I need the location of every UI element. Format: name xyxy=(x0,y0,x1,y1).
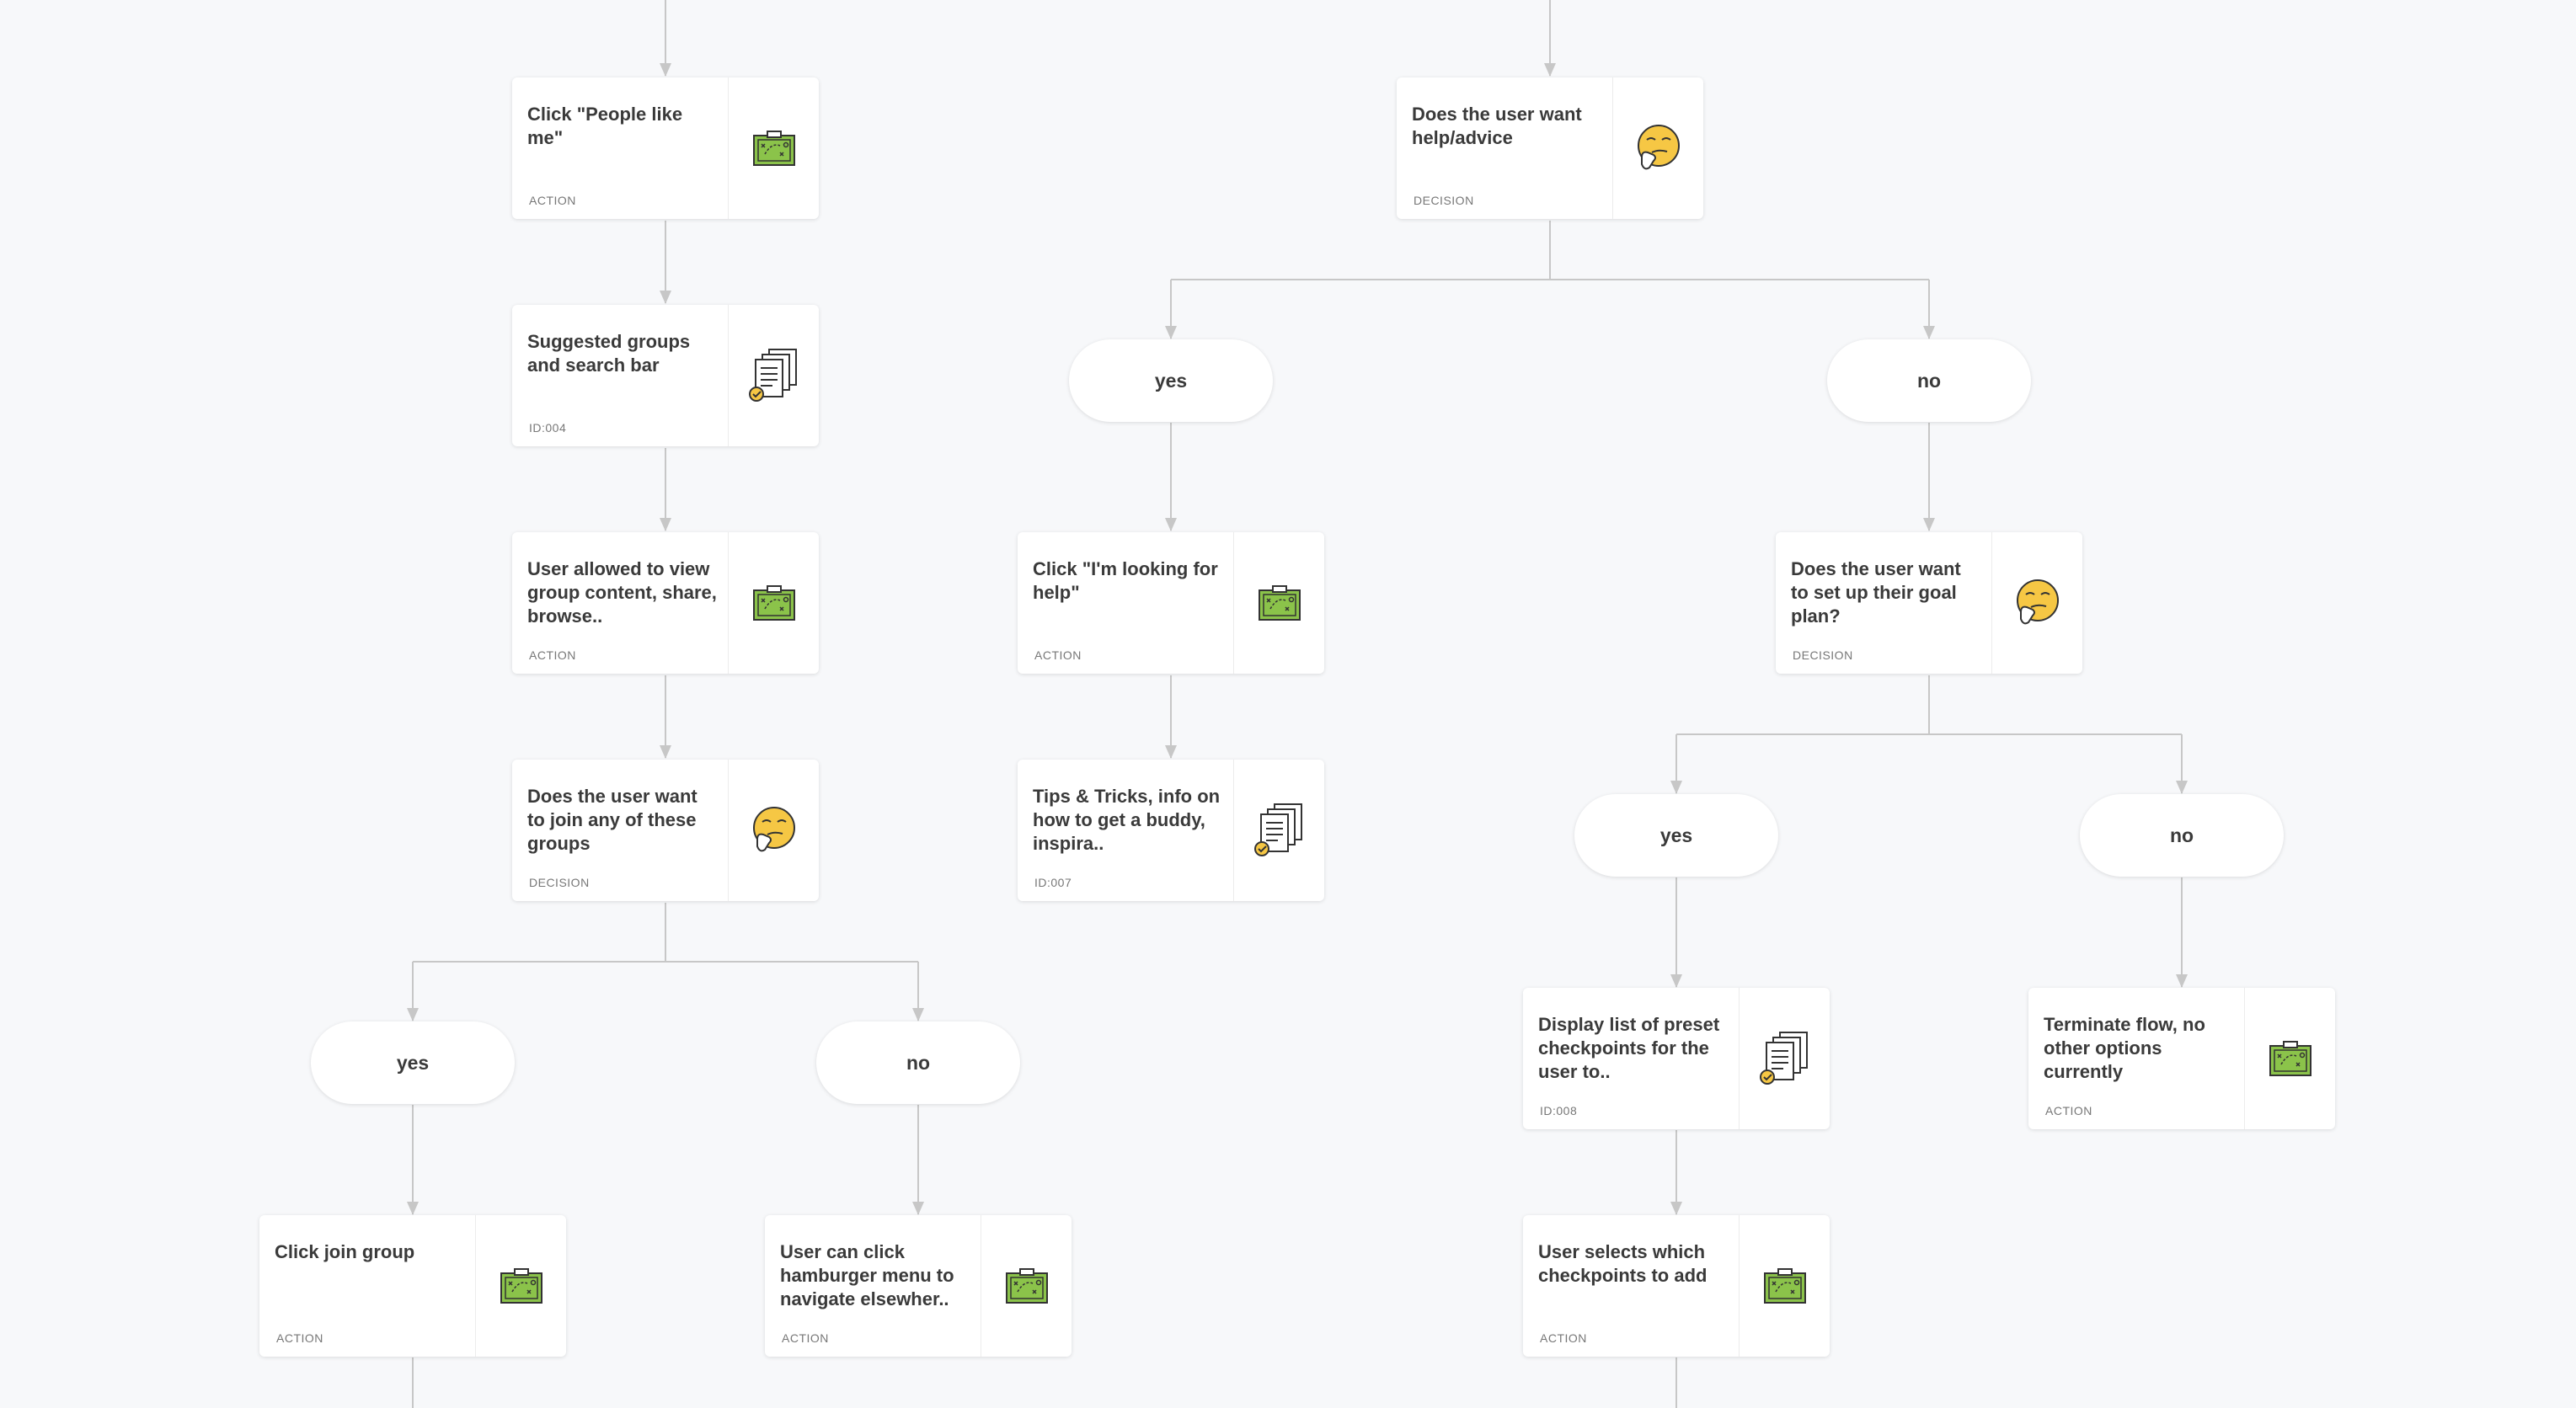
node-title: User allowed to view group content, shar… xyxy=(527,558,717,627)
connector-goal-q-split xyxy=(1676,675,2182,735)
clipboard-action-icon xyxy=(981,1215,1072,1357)
card-divider xyxy=(1991,532,1992,674)
card-divider xyxy=(2244,988,2245,1129)
node-title: User selects which checkpoints to add xyxy=(1538,1241,1708,1286)
documents-check-icon xyxy=(1740,988,1830,1129)
node-tips-tricks[interactable]: Tips & Tricks, info on how to get a budd… xyxy=(1018,760,1324,901)
card-divider xyxy=(728,305,729,446)
node-looking-for-help[interactable]: Click "I'm looking for help" ACTION xyxy=(1018,532,1324,674)
branch-no-help[interactable]: no xyxy=(1827,339,2031,422)
clipboard-action-icon xyxy=(729,532,819,674)
node-help-advice-decision[interactable]: Does the user want help/advice DECISION xyxy=(1397,77,1703,219)
node-title: Suggested groups and search bar xyxy=(527,331,691,376)
node-type-tag: ACTION xyxy=(276,1331,323,1345)
card-divider xyxy=(1612,77,1613,219)
node-hamburger-menu[interactable]: User can click hamburger menu to navigat… xyxy=(765,1215,1072,1357)
node-title: Does the user want to set up their goal … xyxy=(1791,558,1961,627)
thinking-face-icon xyxy=(1992,532,2082,674)
branch-no-goal[interactable]: no xyxy=(2080,794,2284,877)
branch-label: no xyxy=(2169,824,2194,846)
node-terminate-flow[interactable]: Terminate flow, no other options current… xyxy=(2028,988,2335,1129)
card-divider xyxy=(728,760,729,901)
node-id-tag: ID:004 xyxy=(529,421,567,435)
branch-label: no xyxy=(1916,369,1942,392)
card-divider xyxy=(475,1215,476,1357)
clipboard-action-icon xyxy=(476,1215,566,1357)
branch-yes-help[interactable]: yes xyxy=(1069,339,1273,422)
node-title: Does the user want to join any of these … xyxy=(527,786,697,854)
branch-label: yes xyxy=(1154,369,1188,392)
branch-no-join[interactable]: no xyxy=(816,1021,1020,1104)
node-title: Terminate flow, no other options current… xyxy=(2044,1014,2205,1082)
clipboard-action-icon xyxy=(2245,988,2335,1129)
node-title: Click "I'm looking for help" xyxy=(1033,558,1218,603)
node-id-tag: ID:007 xyxy=(1034,876,1072,889)
branch-label: no xyxy=(906,1051,931,1074)
connector-join-q-split xyxy=(413,903,918,963)
node-type-tag: DECISION xyxy=(529,876,590,889)
node-join-groups-decision[interactable]: Does the user want to join any of these … xyxy=(512,760,819,901)
thinking-face-icon xyxy=(729,760,819,901)
node-title: Click "People like me" xyxy=(527,104,683,148)
node-suggested-groups[interactable]: Suggested groups and search bar ID:004 xyxy=(512,305,819,446)
node-id-tag: ID:008 xyxy=(1540,1104,1578,1117)
card-divider xyxy=(1233,532,1234,674)
node-view-group-content[interactable]: User allowed to view group content, shar… xyxy=(512,532,819,674)
node-people-like-me[interactable]: Click "People like me" ACTION xyxy=(512,77,819,219)
branch-yes-goal[interactable]: yes xyxy=(1574,794,1778,877)
clipboard-action-icon xyxy=(1740,1215,1830,1357)
node-title: Click join group xyxy=(275,1241,415,1262)
connector-help-q-split xyxy=(1171,221,1929,280)
node-goal-plan-decision[interactable]: Does the user want to set up their goal … xyxy=(1776,532,2082,674)
node-title: Tips & Tricks, info on how to get a budd… xyxy=(1033,786,1221,854)
documents-check-icon xyxy=(729,305,819,446)
node-type-tag: ACTION xyxy=(529,194,576,207)
branch-yes-join[interactable]: yes xyxy=(311,1021,515,1104)
card-divider xyxy=(1233,760,1234,901)
node-type-tag: ACTION xyxy=(1540,1331,1587,1345)
node-click-join-group[interactable]: Click join group ACTION xyxy=(259,1215,566,1357)
node-title: Does the user want help/advice xyxy=(1412,104,1582,148)
node-type-tag: ACTION xyxy=(529,648,576,662)
card-divider xyxy=(728,77,729,219)
branch-label: yes xyxy=(1659,824,1693,846)
thinking-face-icon xyxy=(1613,77,1703,219)
documents-check-icon xyxy=(1234,760,1324,901)
node-type-tag: DECISION xyxy=(1793,648,1853,662)
card-divider xyxy=(1739,988,1740,1129)
node-title: User can click hamburger menu to navigat… xyxy=(780,1241,954,1309)
branch-label: yes xyxy=(396,1051,430,1074)
node-preset-checkpoints[interactable]: Display list of preset checkpoints for t… xyxy=(1523,988,1830,1129)
node-select-checkpoints[interactable]: User selects which checkpoints to add AC… xyxy=(1523,1215,1830,1357)
node-type-tag: DECISION xyxy=(1414,194,1474,207)
card-divider xyxy=(1739,1215,1740,1357)
node-type-tag: ACTION xyxy=(2045,1104,2092,1117)
node-type-tag: ACTION xyxy=(1034,648,1082,662)
node-type-tag: ACTION xyxy=(782,1331,829,1345)
node-title: Display list of preset checkpoints for t… xyxy=(1538,1014,1720,1082)
clipboard-action-icon xyxy=(729,77,819,219)
card-divider xyxy=(728,532,729,674)
clipboard-action-icon xyxy=(1234,532,1324,674)
